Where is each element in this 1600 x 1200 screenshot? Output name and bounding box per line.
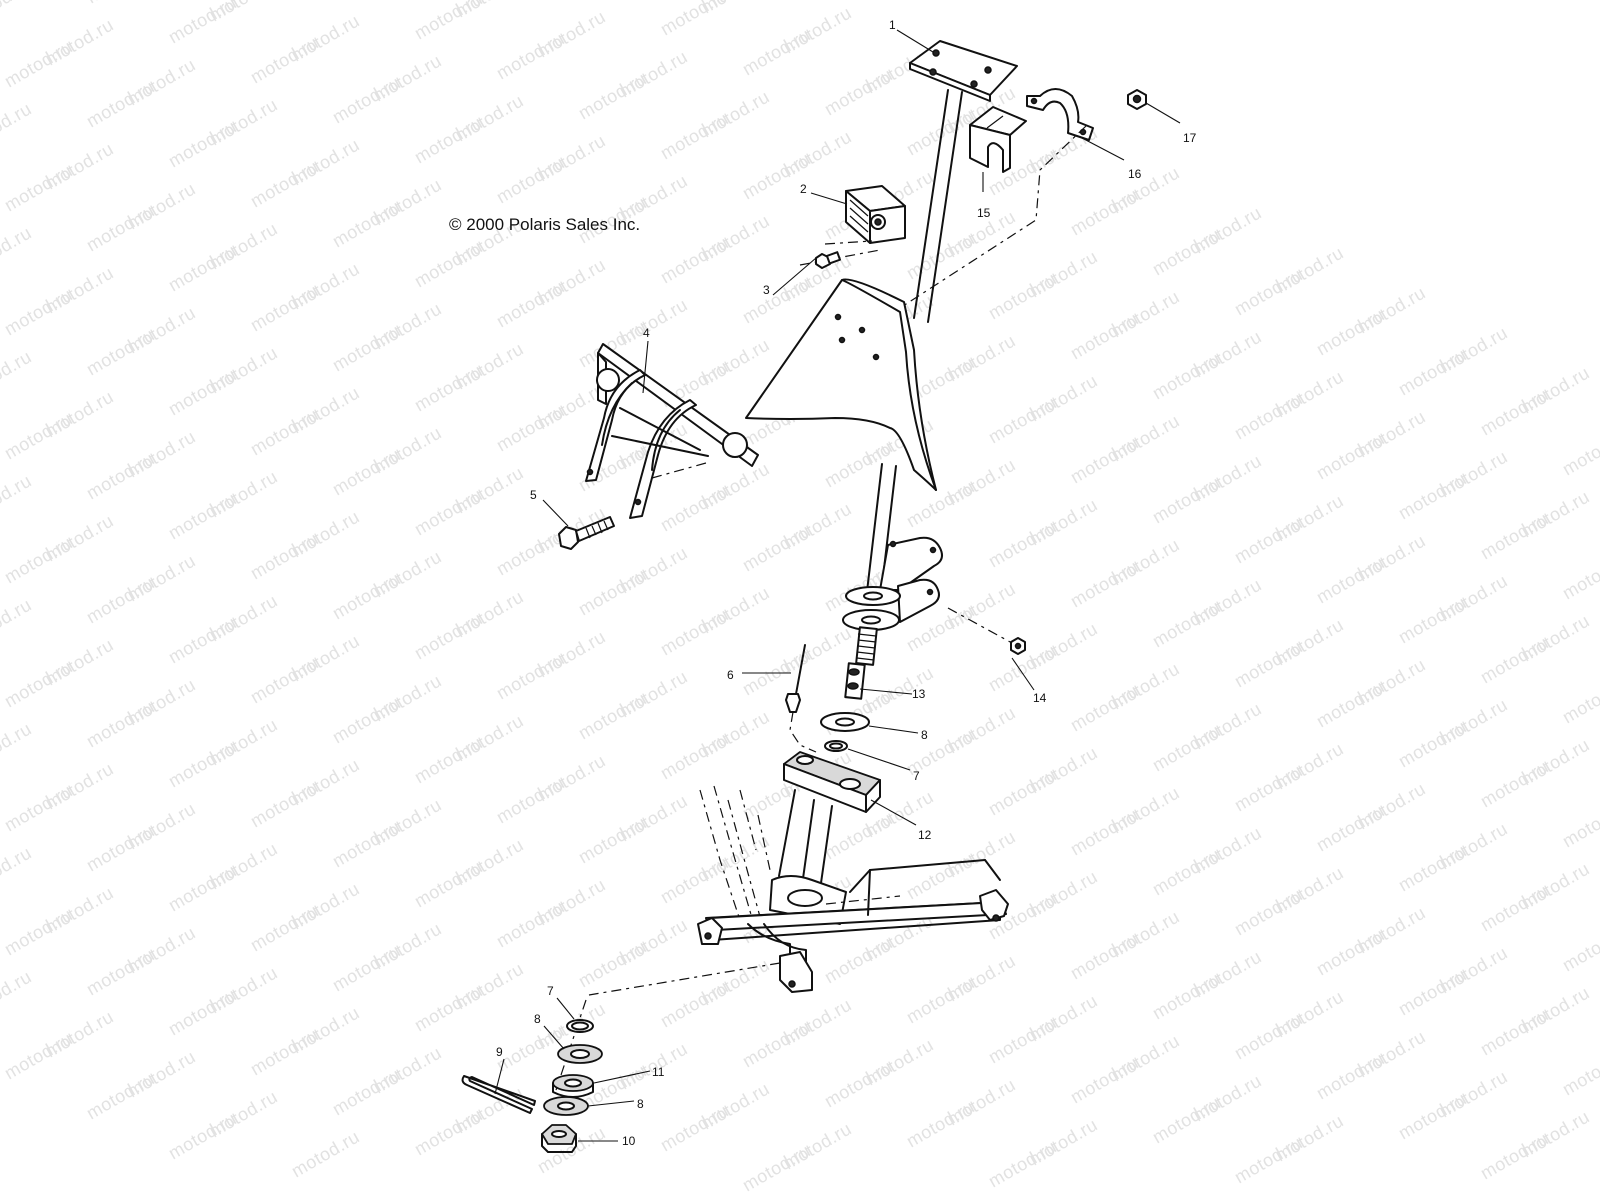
- callout-13: 13: [912, 687, 926, 701]
- part-9-cotter-pin: [461, 1075, 536, 1114]
- callout-9: 9: [496, 1045, 503, 1059]
- part-5-hex-bolt: [558, 516, 615, 550]
- threaded-end: [855, 626, 878, 666]
- callout-4: 4: [643, 326, 650, 340]
- callout-8-lower-2: 8: [637, 1097, 644, 1111]
- part-13-rod-end: [844, 662, 866, 700]
- callout-1: 1: [889, 18, 896, 32]
- part-4-mounting-bracket: [585, 343, 759, 519]
- callout-3: 3: [763, 283, 770, 297]
- callout-8-lower-1: 8: [534, 1012, 541, 1026]
- part-7-oring-lower: [566, 1019, 594, 1033]
- part-7-oring-upper: [824, 740, 848, 752]
- callout-14: 14: [1033, 691, 1047, 705]
- copyright-notice: © 2000 Polaris Sales Inc.: [449, 215, 641, 234]
- callout-16: 16: [1128, 167, 1142, 181]
- part-15-bushing: [969, 106, 1027, 173]
- part-6-pin: [785, 644, 817, 753]
- callout-2: 2: [800, 182, 807, 196]
- callout-7-lower: 7: [547, 984, 554, 998]
- part-10-slotted-nut: [541, 1124, 577, 1153]
- part-12-arm-block: [778, 751, 881, 901]
- part-8-washer-upper: [820, 712, 870, 732]
- part-14-nut: [947, 607, 1026, 655]
- part-2-steering-block: [845, 185, 906, 244]
- steering-support-bracket: [745, 278, 937, 491]
- part-16-clamp: [1026, 88, 1094, 141]
- callouts: 1 2 3 4 5 6 13 14 8 7 12 7 8: [494, 18, 1197, 1148]
- callout-6: 6: [727, 668, 734, 682]
- part-3-bolt: [815, 251, 842, 269]
- callout-15: 15: [977, 206, 991, 220]
- part-8-washer-lower-1: [557, 1044, 603, 1064]
- part-11-castle-nut: [552, 1074, 594, 1098]
- callout-10: 10: [622, 1134, 636, 1148]
- callout-17: 17: [1183, 131, 1197, 145]
- chassis-frame: [697, 785, 1009, 993]
- part-1-steering-post: [909, 40, 1018, 323]
- part-17-nut: [1127, 89, 1147, 110]
- shaft-collar-plate: [842, 536, 943, 631]
- callout-5: 5: [530, 488, 537, 502]
- part-8-washer-lower-2: [543, 1096, 589, 1116]
- callout-7-upper: 7: [913, 769, 920, 783]
- callout-12: 12: [918, 828, 932, 842]
- callout-11: 11: [652, 1065, 665, 1079]
- callout-8-upper: 8: [921, 728, 928, 742]
